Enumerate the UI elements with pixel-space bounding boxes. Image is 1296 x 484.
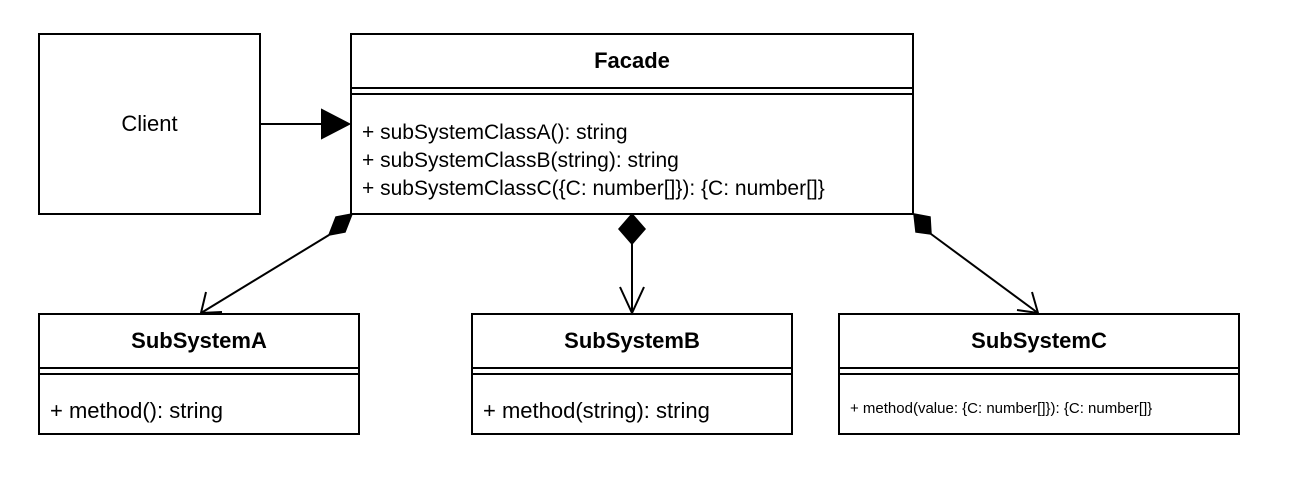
subsystem-c-separator (840, 367, 1238, 375)
composition-diamond-icon (618, 212, 646, 246)
subsystem-b-class[interactable]: SubSystemB + method(string): string (471, 313, 793, 435)
facade-class-name: Facade (594, 48, 670, 73)
facade-to-subsystem-c-connector[interactable] (913, 213, 1040, 315)
facade-to-subsystem-b-connector[interactable] (618, 212, 646, 316)
subsystem-c-methods: + method(value: {C: number[]}): {C: numb… (850, 399, 1234, 419)
subsystem-b-name: SubSystemB (564, 328, 700, 353)
subsystem-a-method: + method(): string (50, 398, 224, 423)
facade-separator (352, 87, 912, 95)
client-label: Client (121, 111, 178, 136)
facade-to-subsystem-a-connector[interactable] (199, 213, 354, 315)
filled-arrowhead-icon (321, 108, 352, 140)
client-box[interactable]: Client (38, 33, 261, 215)
facade-to-subsystem-c-line (930, 233, 1039, 314)
facade-methods: + subSystemClassA(): string + subSystemC… (362, 119, 908, 203)
subsystem-c-name: SubSystemC (971, 328, 1107, 353)
subsystem-b-separator (473, 367, 791, 375)
subsystem-a-methods: + method(): string (50, 397, 354, 425)
composition-diamond-icon (327, 213, 354, 236)
facade-class[interactable]: Facade + subSystemClassA(): string + sub… (350, 33, 914, 215)
facade-method-b: + subSystemClassB(string): string (362, 149, 679, 172)
composition-diamond-icon (913, 213, 932, 235)
subsystem-a-separator (40, 367, 358, 375)
subsystem-a-name: SubSystemA (131, 328, 267, 353)
subsystem-b-methods: + method(string): string (483, 397, 787, 425)
open-arrowhead-icon (1016, 291, 1040, 315)
subsystem-c-class[interactable]: SubSystemC + method(value: {C: number[]}… (838, 313, 1240, 435)
client-to-facade-connector[interactable] (261, 108, 352, 140)
facade-method-c: + subSystemClassC({C: number[]}): {C: nu… (362, 177, 825, 200)
subsystem-b-method: + method(string): string (483, 398, 710, 423)
open-arrowhead-icon (199, 291, 223, 315)
facade-to-subsystem-a-line (200, 234, 330, 314)
subsystem-a-class[interactable]: SubSystemA + method(): string (38, 313, 360, 435)
open-arrowhead-icon (619, 286, 645, 316)
facade-method-a: + subSystemClassA(): string (362, 121, 628, 144)
subsystem-c-method: + method(value: {C: number[]}): {C: numb… (850, 400, 1153, 417)
